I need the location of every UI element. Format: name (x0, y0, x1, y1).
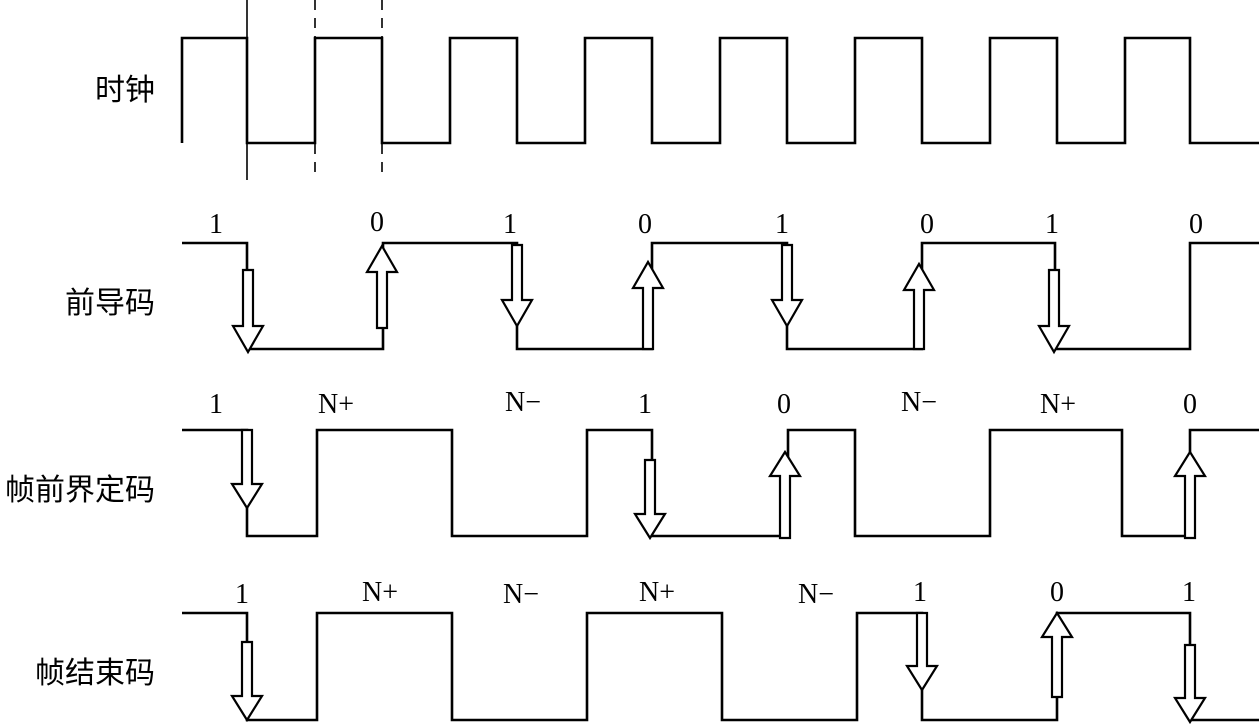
down-arrow-icon (905, 611, 939, 693)
bit-symbol: 0 (370, 207, 384, 238)
preamble-row-label: 前导码 (65, 286, 155, 321)
bit-symbol: 1 (503, 209, 517, 240)
bit-symbol: N− (901, 387, 937, 418)
down-arrow-icon (770, 243, 804, 329)
up-arrow-icon (1173, 449, 1207, 540)
end-of-frame-row-label: 帧结束码 (35, 656, 155, 691)
bit-symbol: 1 (638, 389, 652, 420)
clock-waveform (180, 36, 1259, 145)
up-arrow-icon (902, 261, 936, 351)
bit-symbol: 0 (1050, 577, 1064, 608)
down-arrow-icon (230, 428, 264, 511)
up-arrow-icon (768, 449, 802, 540)
bit-symbol: 0 (920, 209, 934, 240)
down-arrow-icon (1037, 268, 1071, 355)
bit-symbol: 0 (638, 209, 652, 240)
bit-symbol: N− (798, 579, 834, 610)
down-arrow-icon (1173, 643, 1207, 725)
bit-symbol: 1 (1045, 209, 1059, 240)
down-arrow-icon (230, 640, 264, 723)
down-arrow-icon (231, 268, 265, 355)
end-of-frame-waveform (182, 611, 1259, 722)
up-arrow-icon (1040, 610, 1074, 699)
up-arrow-icon (365, 243, 399, 330)
bit-symbol: N+ (1040, 389, 1076, 420)
bit-symbol: 0 (777, 389, 791, 420)
bit-symbol: N− (505, 387, 541, 418)
bit-symbol: 0 (1189, 209, 1203, 240)
bit-symbol: 1 (913, 577, 927, 608)
bit-symbol: 1 (1182, 577, 1196, 608)
end-of-frame-row: 帧结束码 1 N+ N− N+ N− 1 0 1 (35, 577, 1259, 725)
bit-symbol: 1 (235, 579, 249, 610)
bit-symbol: 1 (209, 389, 223, 420)
bit-symbol: N+ (318, 389, 354, 420)
clock-row: 时钟 (95, 36, 1259, 145)
preamble-waveform (182, 241, 1259, 351)
bit-symbol: N− (503, 579, 539, 610)
bit-symbol: N+ (639, 577, 675, 608)
preamble-row: 前导码 1 0 1 0 1 0 1 0 (65, 207, 1259, 355)
up-arrow-icon (631, 259, 665, 351)
bit-symbol: N+ (362, 577, 398, 608)
start-frame-delimiter-row-label: 帧前界定码 (5, 473, 155, 508)
start-frame-delimiter-row: 帧前界定码 1 N+ N− 1 0 N− N+ 0 (5, 387, 1259, 541)
down-arrow-icon (500, 243, 534, 329)
clock-row-label: 时钟 (95, 73, 155, 108)
bit-symbol: 1 (209, 209, 223, 240)
down-arrow-icon (633, 458, 667, 541)
bit-symbol: 1 (775, 209, 789, 240)
start-frame-delimiter-waveform (182, 428, 1259, 538)
bit-symbol: 0 (1183, 389, 1197, 420)
